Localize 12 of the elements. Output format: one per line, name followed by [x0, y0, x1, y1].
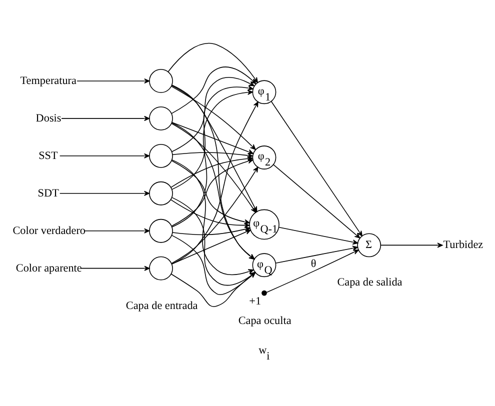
node-label: +1	[249, 295, 262, 308]
node-text: Turbidez	[443, 239, 484, 252]
node-text: Temperatura	[20, 74, 76, 87]
node-text: Color verdadero	[12, 224, 86, 237]
label: Capa oculta	[238, 314, 292, 327]
node-text: Color aparente	[16, 262, 82, 274]
label: Capa de entrada	[126, 300, 198, 312]
node-text: Dosis	[36, 112, 62, 124]
node-text: SDT	[38, 187, 59, 200]
node-text: SST	[38, 150, 58, 162]
label: Capa de salida	[337, 276, 402, 289]
edge-label: θ	[310, 258, 316, 270]
